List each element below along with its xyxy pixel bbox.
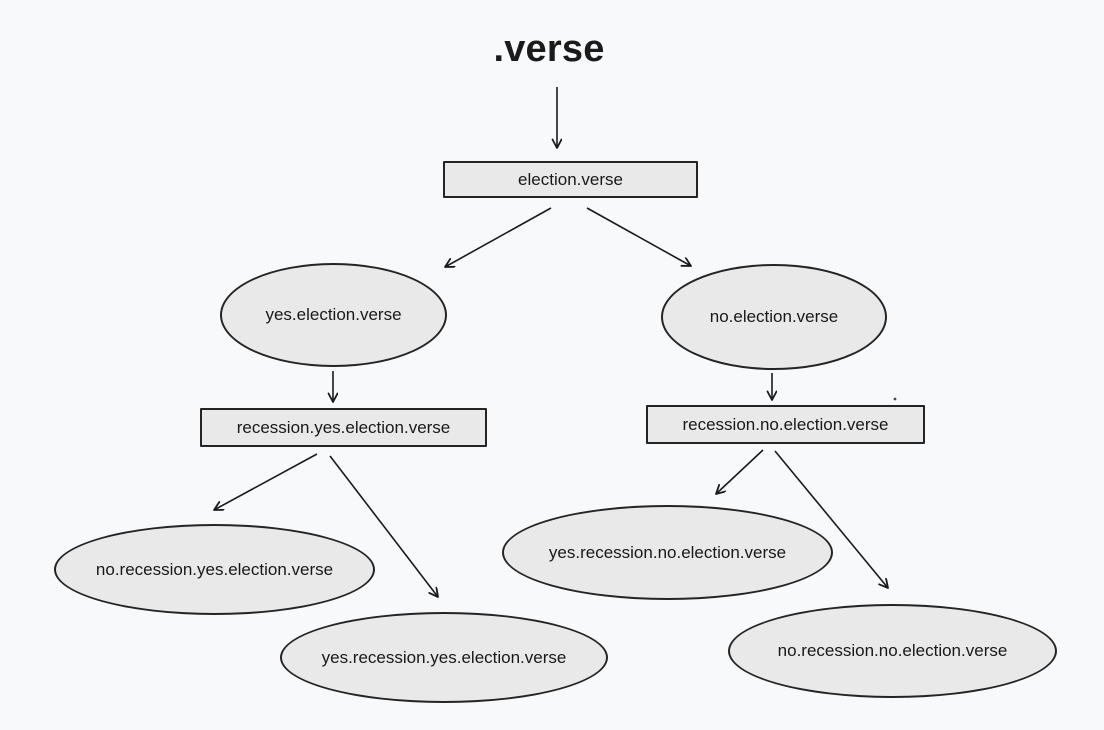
node-label: recession.no.election.verse bbox=[682, 414, 889, 434]
stray-dot bbox=[893, 397, 897, 401]
node-label: no.election.verse bbox=[709, 307, 839, 326]
edge-recession-yes-to-yes-recession-yes bbox=[329, 455, 438, 597]
node-recession-yes-election-verse: recession.yes.election.verse bbox=[200, 408, 487, 447]
node-recession-no-election-verse: recession.no.election.verse bbox=[646, 405, 925, 444]
node-label: no.recession.no.election.verse bbox=[777, 641, 1008, 660]
node-yes-election-verse: yes.election.verse bbox=[220, 263, 447, 367]
node-no-recession-yes-election-verse: no.recession.yes.election.verse bbox=[54, 524, 375, 615]
node-label: no.recession.yes.election.verse bbox=[95, 559, 334, 579]
edge-election-to-yes-election bbox=[445, 207, 552, 267]
edge-recession-yes-to-no-recession-yes bbox=[214, 453, 318, 510]
diagram-title: .verse bbox=[493, 28, 605, 70]
node-yes-recession-no-election-verse: yes.recession.no.election.verse bbox=[502, 505, 833, 600]
node-yes-recession-yes-election-verse: yes.recession.yes.election.verse bbox=[280, 612, 608, 703]
node-no-election-verse: no.election.verse bbox=[661, 264, 887, 370]
edge-recession-no-to-yes-recession-no bbox=[716, 449, 764, 494]
node-label: yes.recession.no.election.verse bbox=[548, 542, 787, 562]
node-label: yes.recession.yes.election.verse bbox=[321, 647, 567, 667]
node-label: recession.yes.election.verse bbox=[236, 417, 451, 437]
node-no-recession-no-election-verse: no.recession.no.election.verse bbox=[728, 604, 1057, 698]
node-label: yes.election.verse bbox=[265, 305, 402, 324]
node-election-verse: election.verse bbox=[443, 161, 698, 198]
edge-recession-no-to-no-recession-no bbox=[774, 450, 888, 588]
node-label: election.verse bbox=[518, 169, 623, 189]
edge-election-to-no-election bbox=[586, 207, 691, 266]
